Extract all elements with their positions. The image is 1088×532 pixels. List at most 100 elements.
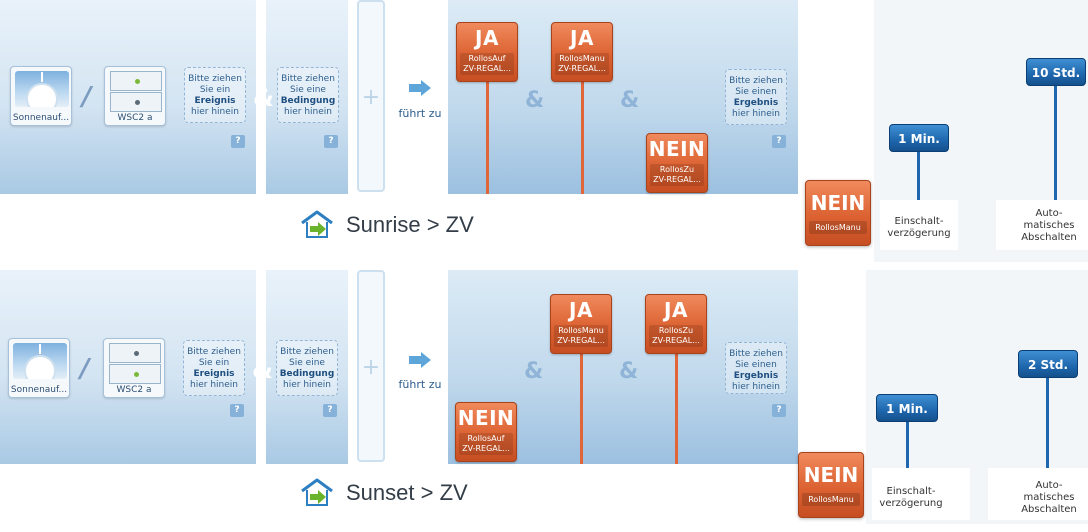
drop-text: Bitte ziehen	[187, 347, 241, 357]
device-tile-label: WSC2 a	[116, 385, 152, 395]
delay-badge[interactable]: 1 Min.	[876, 394, 938, 422]
drop-text: Sie einen	[735, 87, 777, 97]
add-group-button[interactable]: +	[357, 270, 385, 462]
auto-off-badge[interactable]: 2 Std.	[1018, 350, 1078, 378]
delay-connector	[906, 422, 909, 468]
rule-sunrise: Sonnenauf... / WSC2 a Bitte ziehen Sie e…	[0, 0, 1088, 262]
condition-drop-zone[interactable]: Bitte ziehen Sie eine Bedingung hier hin…	[277, 67, 339, 123]
or-separator: /	[82, 82, 92, 112]
wall-switch-icon	[109, 343, 161, 384]
action-target: ZV-REGAL...	[653, 175, 701, 184]
delay-label: Einschalt- verzögerung	[872, 486, 950, 510]
action-connector	[486, 80, 489, 194]
result-drop-zone[interactable]: Bitte ziehen Sie einen Ergebnis hier hin…	[725, 69, 787, 125]
auto-off-label: Auto- matisches Abschalten	[1010, 208, 1088, 244]
auto-off-label-line: matisches	[1023, 220, 1075, 231]
drop-text-strong: Ergebnis	[733, 371, 779, 381]
action-state: JA	[569, 298, 593, 322]
and-separator: &	[525, 88, 545, 113]
drop-text: Sie eine	[289, 358, 325, 368]
rule-title[interactable]: Sunset > ZV	[346, 480, 468, 505]
auto-off-badge[interactable]: 10 Std.	[1026, 58, 1086, 86]
rule-sunset: Sonnenauf... / WSC2 a Bitte ziehen Sie e…	[0, 270, 1088, 532]
action-state: JA	[664, 298, 688, 322]
drop-text: Bitte ziehen	[281, 74, 335, 84]
help-icon[interactable]: ?	[323, 404, 337, 417]
arrow-right-icon	[409, 80, 431, 96]
action-name: RollosZu	[658, 326, 694, 335]
auto-off-label-line: Abschalten	[1021, 504, 1077, 515]
auto-off-label-line: Auto-	[1035, 208, 1063, 219]
result-drop-zone[interactable]: Bitte ziehen Sie einen Ergebnis hier hin…	[725, 342, 787, 394]
action-target: ZV-REGAL...	[558, 64, 606, 73]
device-tile-wsc2a[interactable]: WSC2 a	[103, 338, 165, 398]
drop-text: hier hinein	[732, 109, 780, 119]
event-tile-sunrise[interactable]: Sonnenauf...	[8, 338, 70, 398]
help-icon[interactable]: ?	[230, 404, 244, 417]
action-state: JA	[570, 26, 594, 50]
drop-text-strong: Ergebnis	[733, 98, 779, 108]
action-target: ZV-REGAL...	[557, 336, 605, 345]
device-tile-wsc2a[interactable]: WSC2 a	[104, 66, 166, 126]
home-arrow-icon	[301, 478, 333, 506]
drop-text-strong: Bedingung	[279, 369, 335, 379]
leads-to-label: führt zu	[398, 107, 442, 120]
delay-label-line: verzögerung	[879, 498, 943, 509]
event-drop-zone[interactable]: Bitte ziehen Sie ein Ereignis hier hinei…	[183, 340, 245, 396]
and-separator: &	[619, 359, 639, 384]
drop-text: Sie ein	[199, 85, 231, 95]
result-tile[interactable]: NEIN RollosManu	[805, 180, 871, 246]
drop-text: hier hinein	[284, 107, 332, 117]
and-separator: &	[524, 359, 544, 384]
result-state: NEIN	[810, 191, 866, 215]
sunrise-icon	[15, 71, 69, 107]
home-arrow-icon	[301, 210, 333, 238]
arrow-right-icon	[409, 352, 431, 368]
help-icon[interactable]: ?	[772, 404, 786, 417]
help-icon[interactable]: ?	[324, 135, 338, 148]
event-tile-sunrise[interactable]: Sonnenauf...	[10, 66, 72, 126]
drop-text: hier hinein	[191, 107, 239, 117]
event-drop-zone[interactable]: Bitte ziehen Sie ein Ereignis hier hinei…	[184, 67, 246, 123]
result-label: RollosManu	[802, 493, 860, 506]
delay-badge[interactable]: 1 Min.	[889, 124, 949, 152]
panel-gap	[256, 0, 266, 194]
action-connector	[581, 80, 584, 194]
drop-text: Bitte ziehen	[729, 349, 783, 359]
add-group-button[interactable]: +	[357, 0, 385, 192]
device-tile-label: WSC2 a	[117, 113, 153, 123]
panel-gap	[256, 270, 266, 464]
wall-switch-icon	[110, 71, 162, 112]
drop-text-strong: Bedingung	[280, 96, 336, 106]
action-state: JA	[475, 26, 499, 50]
result-label: RollosManu	[809, 221, 867, 234]
and-separator: &	[620, 88, 640, 113]
drop-text: Sie ein	[198, 358, 230, 368]
help-icon[interactable]: ?	[772, 135, 786, 148]
result-state: NEIN	[803, 463, 859, 487]
drop-text: Sie eine	[290, 85, 326, 95]
delay-label-line: verzögerung	[887, 228, 951, 239]
drop-text: Bitte ziehen	[188, 74, 242, 84]
auto-off-label-line: Abschalten	[1021, 232, 1077, 243]
rule-title[interactable]: Sunrise > ZV	[346, 212, 474, 237]
help-icon[interactable]: ?	[231, 135, 245, 148]
result-tile[interactable]: NEIN RollosManu	[798, 452, 864, 518]
delay-label-line: Einschalt-	[894, 216, 944, 227]
delay-label: Einschalt- verzögerung	[880, 216, 958, 240]
condition-panel	[266, 0, 348, 194]
drop-text: Bitte ziehen	[729, 76, 783, 86]
delay-label-line: Einschalt-	[886, 486, 936, 497]
condition-drop-zone[interactable]: Bitte ziehen Sie eine Bedingung hier hin…	[276, 340, 338, 396]
drop-text: hier hinein	[190, 380, 238, 390]
action-connector	[580, 352, 583, 464]
drop-text: Bitte ziehen	[280, 347, 334, 357]
and-separator: &	[253, 84, 274, 112]
drop-text: hier hinein	[283, 380, 331, 390]
